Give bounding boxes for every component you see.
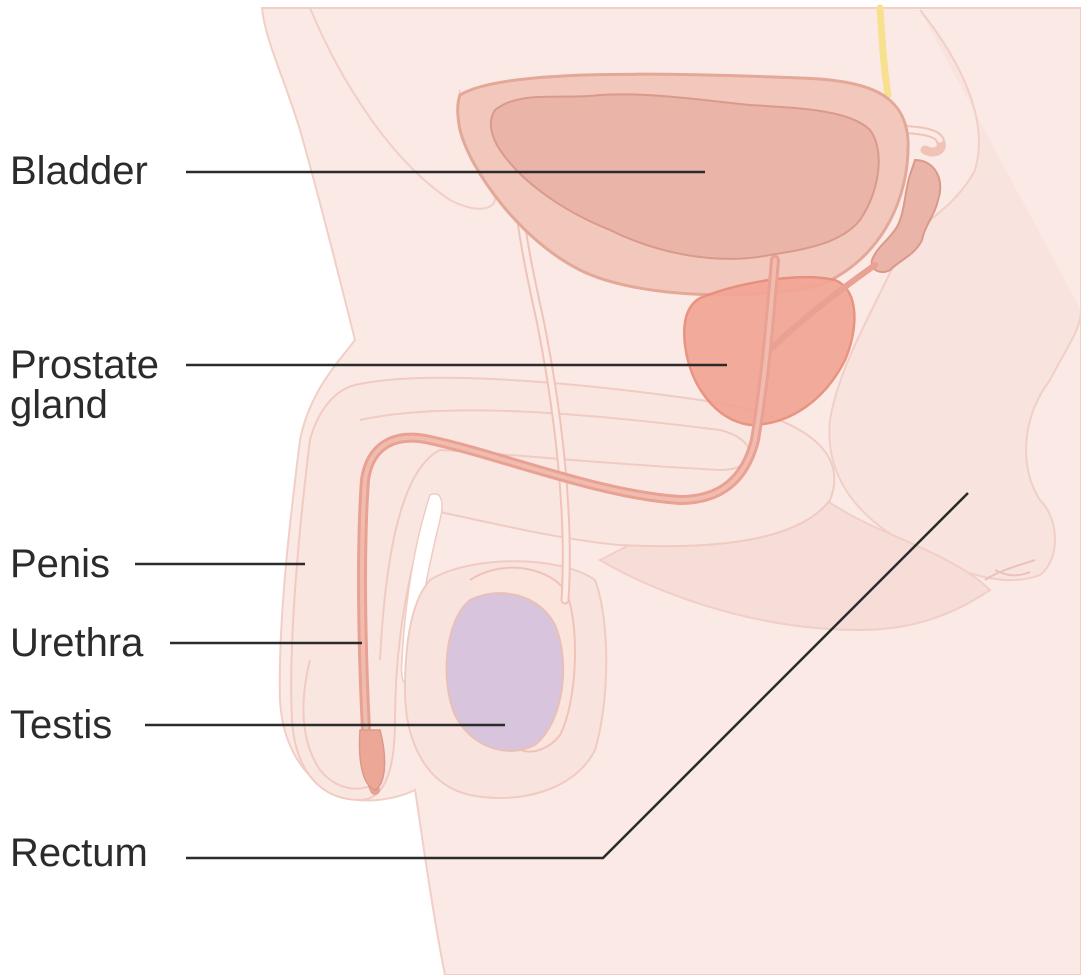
label-testis: Testis [10, 703, 112, 747]
testis [447, 593, 564, 751]
label-urethra: Urethra [10, 621, 144, 665]
label-penis: Penis [10, 542, 110, 586]
label-rectum: Rectum [10, 831, 148, 875]
label-prostate-line2: gland [10, 383, 108, 427]
label-bladder: Bladder [10, 149, 148, 193]
label-prostate-line1: Prostate [10, 343, 159, 387]
